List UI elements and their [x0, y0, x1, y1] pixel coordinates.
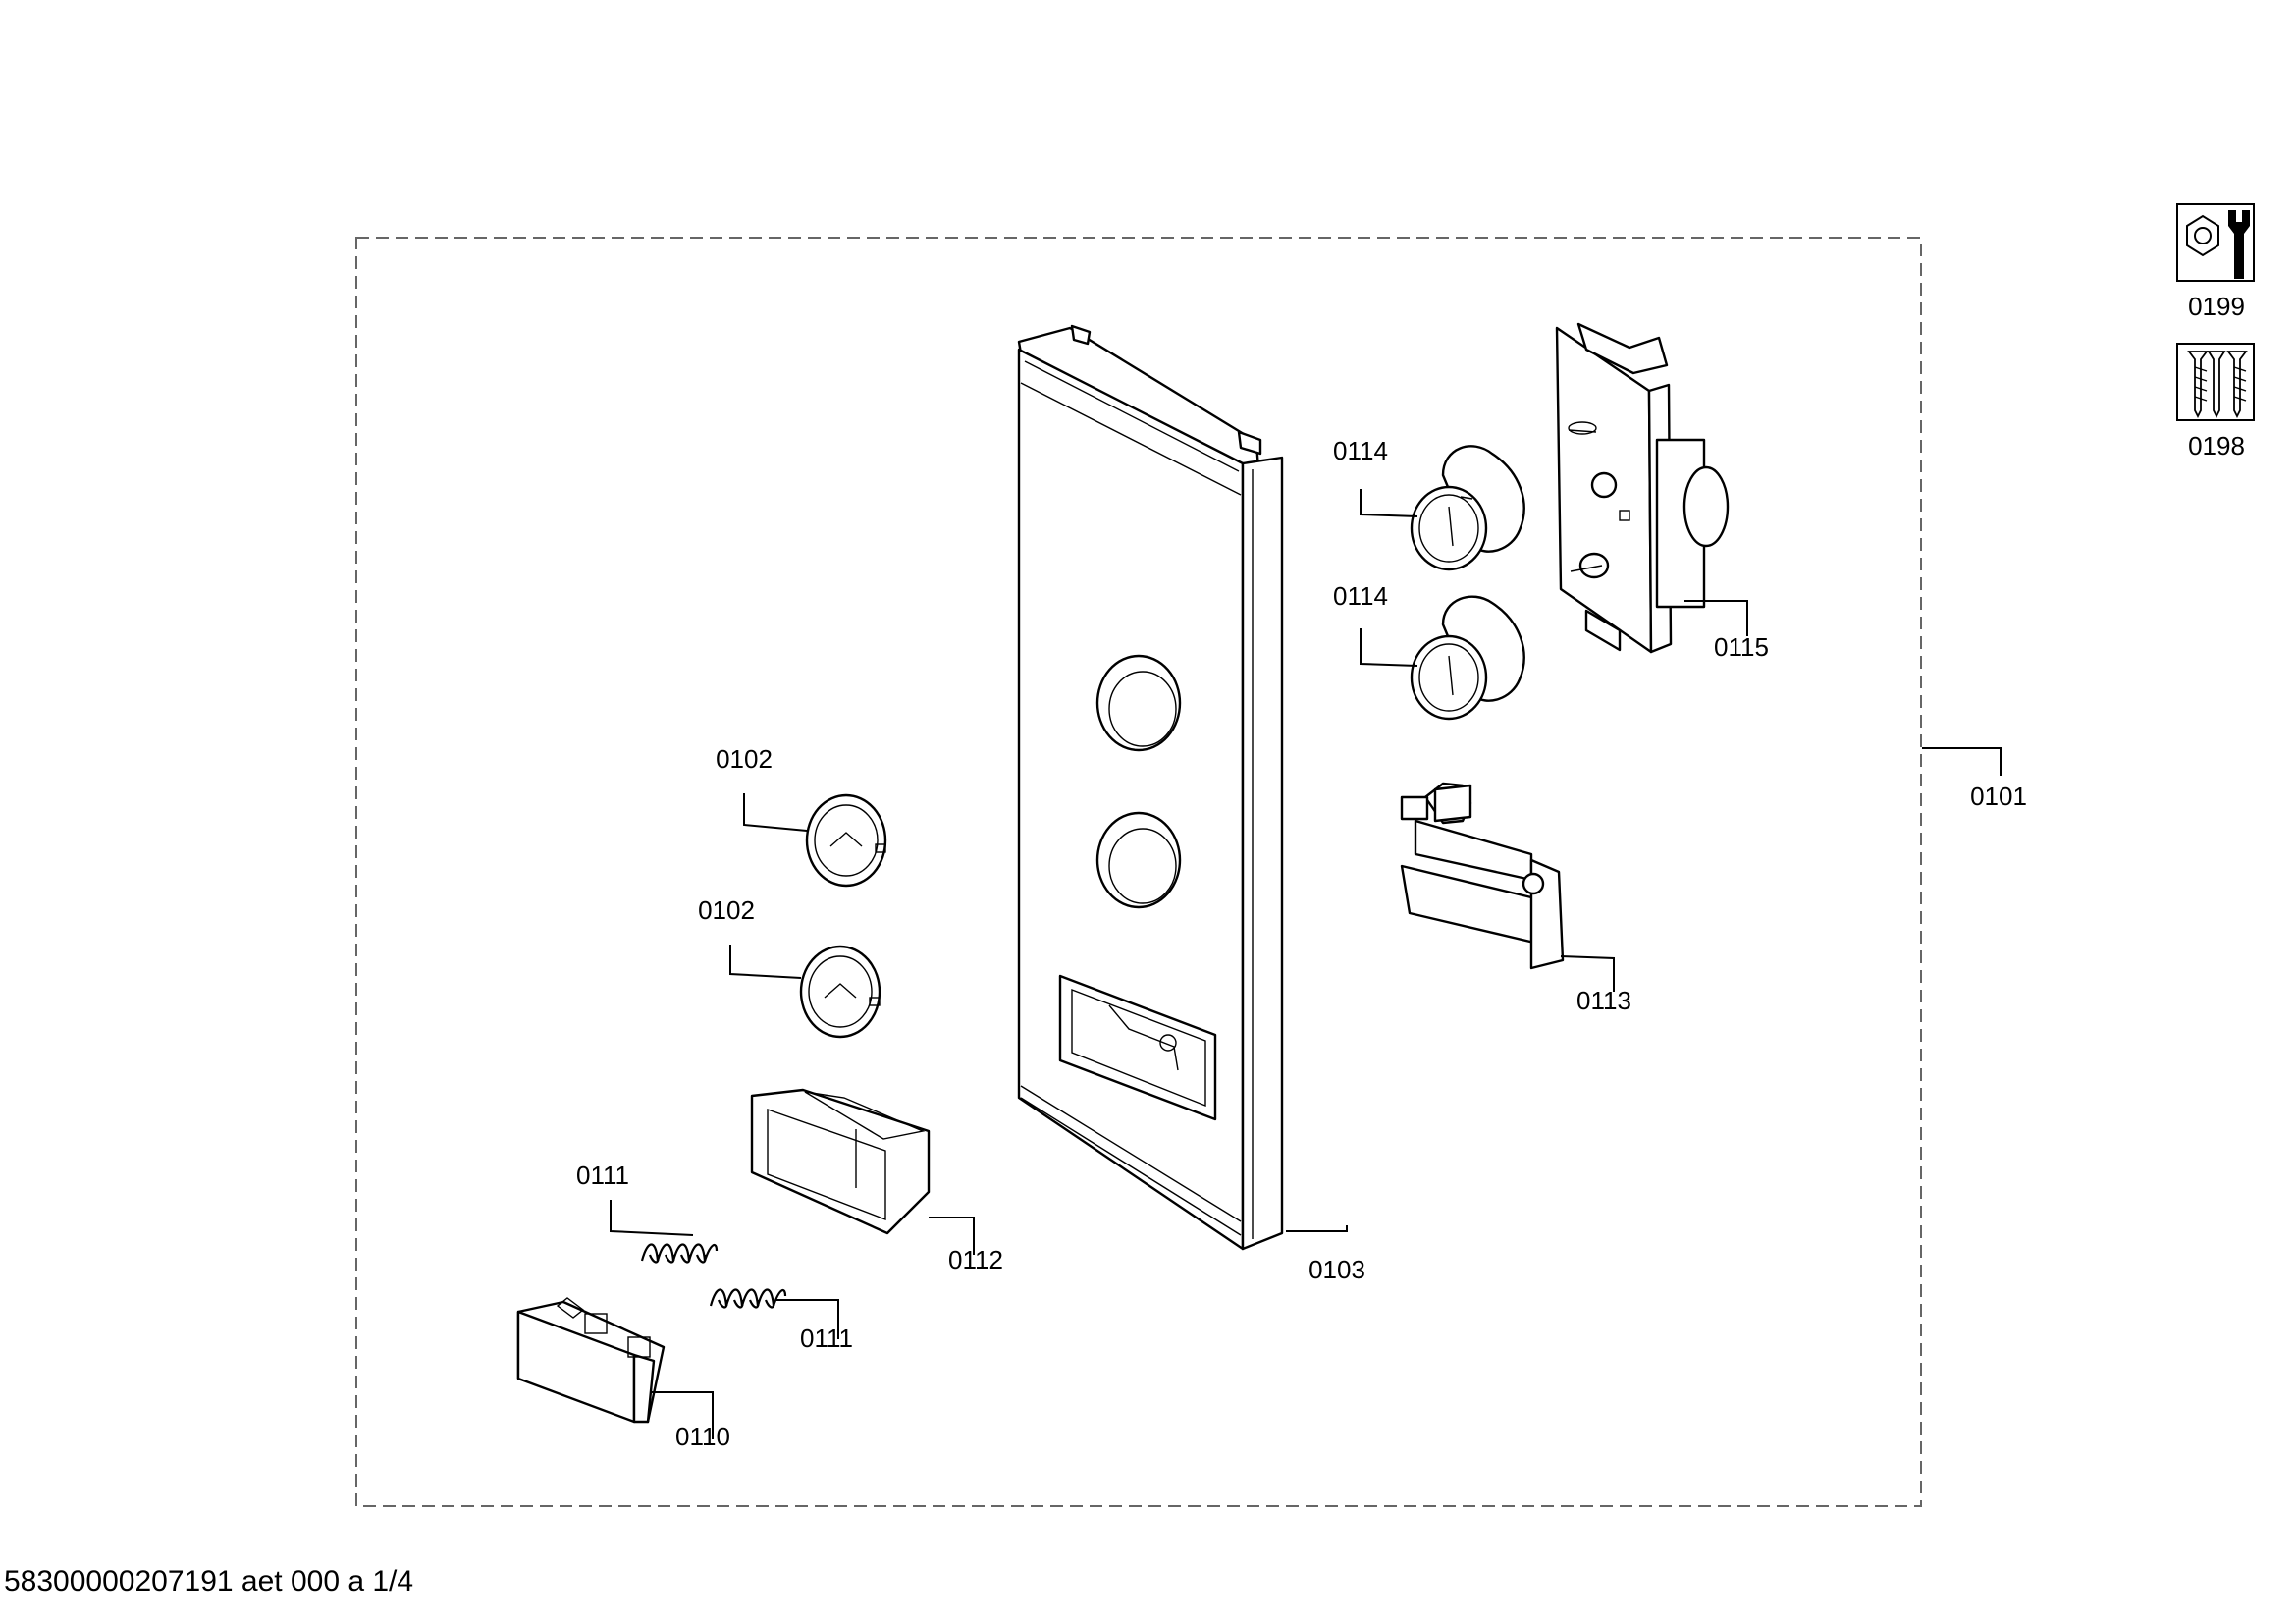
callout-0101: 0101 [1970, 782, 2027, 811]
callout-0114-lower: 0114 [1333, 581, 1388, 611]
wrench-nut-icon [2176, 203, 2255, 282]
clip-lower [799, 945, 881, 1039]
legend-code-0199: 0199 [2188, 292, 2245, 321]
spring-upper [640, 1243, 719, 1264]
clip-upper [805, 793, 887, 888]
timer-switch-unit [1555, 322, 1730, 654]
spring-lower [709, 1288, 787, 1309]
push-button [516, 1297, 666, 1424]
callout-0102-upper: 0102 [716, 744, 773, 774]
callout-0111-upper: 0111 [576, 1161, 629, 1190]
button-frame [750, 1088, 931, 1235]
assembly-boundary [355, 237, 1922, 1507]
document-footer-id: 58300000207191 aet 000 a 1/4 [4, 1565, 414, 1597]
callout-0115: 0115 [1714, 632, 1769, 662]
knob-upper [1410, 445, 1525, 571]
callout-0102-lower: 0102 [698, 895, 755, 925]
leader-lines [610, 489, 2002, 1439]
callout-0110: 0110 [675, 1422, 730, 1451]
callout-0114-upper: 0114 [1333, 436, 1388, 465]
callout-0112: 0112 [948, 1245, 1003, 1274]
legend-code-0198: 0198 [2188, 431, 2245, 460]
door-handle [1400, 782, 1565, 970]
control-panel-front [1017, 324, 1284, 1251]
callout-0113: 0113 [1576, 986, 1631, 1015]
screws-icon [2176, 343, 2255, 421]
knob-lower [1410, 595, 1525, 721]
callout-0103: 0103 [1308, 1255, 1365, 1284]
callout-0111-lower: 0111 [800, 1324, 853, 1353]
